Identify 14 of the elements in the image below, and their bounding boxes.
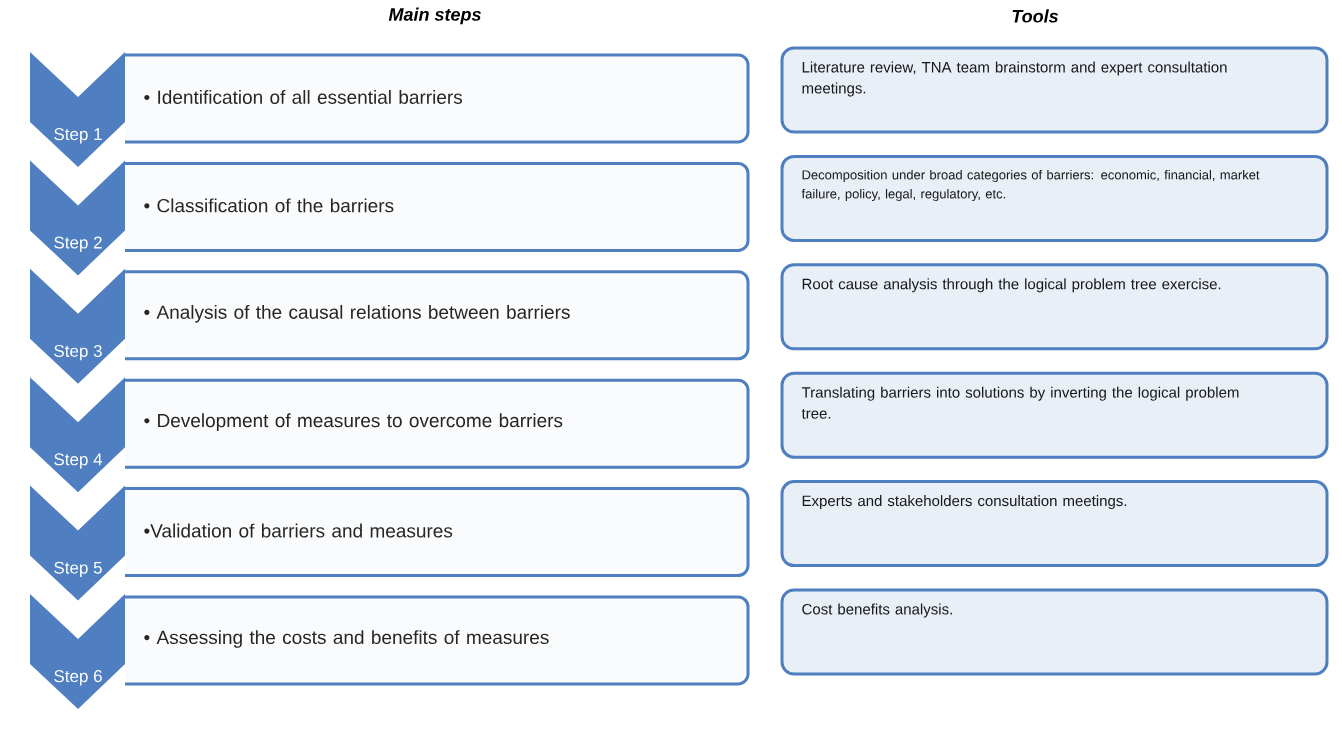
column-heading: Tools <box>1012 9 1059 23</box>
step-box: • Identification of all essential barriers <box>123 53 750 144</box>
tool-box: Experts and stakeholders consultation meetings. <box>780 480 1329 568</box>
column-heading: Main steps <box>388 7 481 25</box>
step-box: •Validation of barriers and measures <box>123 487 750 578</box>
tool-box: Decomposition under broad categories of barriers: economic, financial, market failure, policy, legal, regulatory, etc. <box>780 154 1329 242</box>
step-box: • Classification of the barriers <box>123 161 750 252</box>
step-box: • Assessing the costs and benefits of measures <box>123 595 750 686</box>
tool-box: Root cause analysis through the logical problem tree exercise. <box>780 263 1329 351</box>
step-box: • Development of measures to overcome barriers <box>123 378 750 469</box>
tool-box: Cost benefits analysis. <box>780 588 1329 676</box>
tool-box: Translating barriers into solutions by inverting the logical problem tree. <box>780 371 1329 459</box>
step-box: • Analysis of the causal relations between barriers <box>123 270 750 361</box>
tool-box: Literature review, TNA team brainstorm and expert consultation meetings. <box>780 46 1329 134</box>
